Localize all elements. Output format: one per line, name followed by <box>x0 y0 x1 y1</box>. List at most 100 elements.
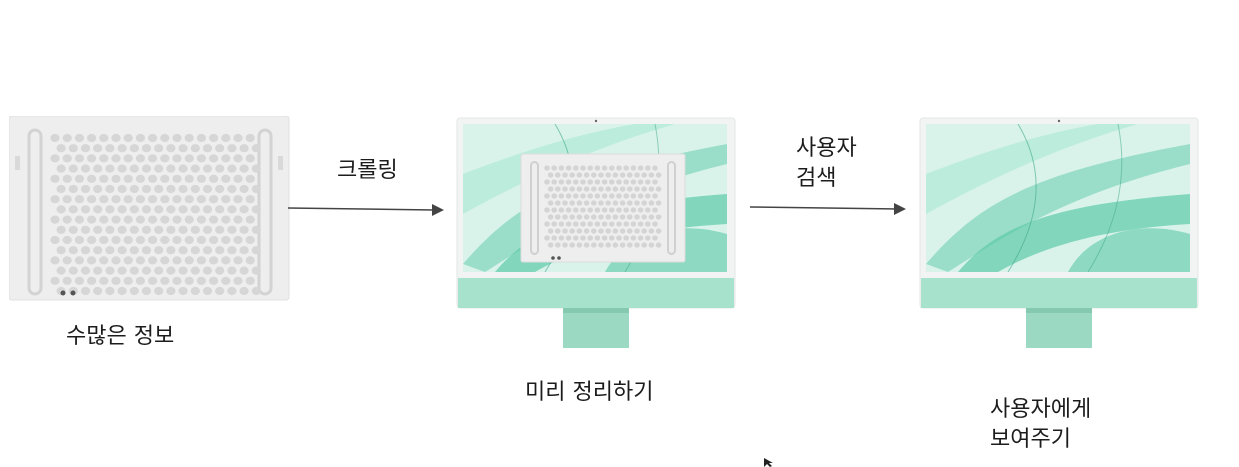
server-vent-hole <box>576 214 583 220</box>
server-vent-hole <box>190 205 200 214</box>
server-vent-hole <box>87 276 97 285</box>
server-vent-hole <box>587 179 593 185</box>
server-vent-hole <box>583 242 590 248</box>
server-vent-hole <box>547 242 554 248</box>
server-vent-hole <box>135 195 145 204</box>
server-vent-hole <box>233 235 243 245</box>
server-vent-hole <box>129 225 139 234</box>
server-vent-hole <box>637 207 644 213</box>
server-vent-hole <box>111 235 121 245</box>
server-vent-hole <box>641 172 647 178</box>
server-vent-hole <box>634 214 640 220</box>
server-vent-hole <box>619 242 626 248</box>
server-vent-hole <box>74 215 84 224</box>
server-vent-hole <box>558 235 565 241</box>
server-vent-hole <box>196 256 206 265</box>
server-vent-hole <box>251 144 261 153</box>
server-vent-hole <box>227 205 237 214</box>
server-vent-hole <box>135 276 145 285</box>
server-vent-hole <box>591 172 597 178</box>
server-vent-hole <box>202 266 213 275</box>
server-vent-hole <box>111 256 121 265</box>
server-vent-hole <box>160 133 170 143</box>
server-vent-hole <box>233 154 243 163</box>
server-vent-hole <box>209 235 219 245</box>
server-vent-hole <box>74 235 84 245</box>
server-vent-hole <box>105 205 115 214</box>
server-vent-hole <box>605 242 611 248</box>
server-vent-hole <box>619 214 626 220</box>
server-vent-hole <box>202 205 213 214</box>
server-vent-hole <box>80 286 91 296</box>
server-vent-hole <box>601 193 608 199</box>
server-vent-hole <box>637 221 644 227</box>
imac-icon <box>919 117 1199 348</box>
server-vent-hole <box>558 165 565 171</box>
server-vent-hole <box>221 174 231 183</box>
server-vent-hole <box>117 144 127 153</box>
server-vent-hole <box>616 165 622 171</box>
server-vent-hole <box>184 235 194 245</box>
server-vent-hole <box>160 276 170 285</box>
server-vent-hole <box>111 195 121 204</box>
server-vent-hole <box>215 205 225 214</box>
server-vent-hole <box>221 154 231 163</box>
server-vent-hole <box>87 235 97 245</box>
server-vent-hole <box>580 207 586 213</box>
server-vent-hole <box>105 246 115 255</box>
server-vent-hole <box>580 165 586 171</box>
server-vent-hole <box>612 186 619 192</box>
server-vent-hole <box>80 144 91 153</box>
server-vent-hole <box>598 172 604 178</box>
server-vent-hole <box>630 221 637 227</box>
server-vent-hole <box>178 205 188 214</box>
server-vent-hole <box>623 207 629 213</box>
server-vent-hole <box>117 164 127 173</box>
server-vent-hole <box>215 266 225 275</box>
server-vent-hole <box>209 174 219 183</box>
server-vent-hole <box>129 144 139 153</box>
server-vent-hole <box>251 246 261 255</box>
server-vent-hole <box>594 207 601 213</box>
server-vent-hole <box>190 246 200 255</box>
server-vent-hole <box>609 193 615 199</box>
server-vent-hole <box>583 228 590 234</box>
server-vent-hole <box>111 174 121 183</box>
server-vent-hole <box>117 246 127 255</box>
server-vent-hole <box>50 174 60 183</box>
server-vent-hole <box>630 235 637 241</box>
server-vent-hole <box>565 235 572 241</box>
server-vent-hole <box>62 195 72 204</box>
server-vent-hole <box>239 225 249 234</box>
server-vent-hole <box>239 266 249 275</box>
server-vent-hole <box>99 174 109 183</box>
server-vent-hole <box>627 200 633 206</box>
server-vent-hole <box>227 144 237 153</box>
server-vent-hole <box>141 184 152 194</box>
server-vent-hole <box>160 215 170 224</box>
server-vent-hole <box>190 266 200 275</box>
server-vent-hole <box>111 133 121 143</box>
server-vent-hole <box>99 276 109 285</box>
server-vent-hole <box>87 133 97 143</box>
server-vent-hole <box>630 179 637 185</box>
server-vent-hole <box>587 193 593 199</box>
server-vent-hole <box>80 205 91 214</box>
server-vent-hole <box>598 200 604 206</box>
server-vent-hole <box>616 207 622 213</box>
server-vent-hole <box>190 144 200 153</box>
server-vent-hole <box>555 228 561 234</box>
server-vent-hole <box>547 186 554 192</box>
arrow-right-icon <box>749 203 906 215</box>
server-vent-hole <box>227 184 237 194</box>
server-vent-hole <box>233 276 243 285</box>
server-vent-hole <box>233 195 243 204</box>
server-vent-hole <box>627 242 633 248</box>
server-vent-hole <box>190 225 200 234</box>
server-vent-hole <box>166 144 176 153</box>
server-vent-hole <box>166 266 176 275</box>
server-vent-hole <box>99 154 109 163</box>
server-vent-hole <box>555 186 561 192</box>
server-vent-hole <box>74 174 84 183</box>
server-vent-hole <box>634 172 640 178</box>
